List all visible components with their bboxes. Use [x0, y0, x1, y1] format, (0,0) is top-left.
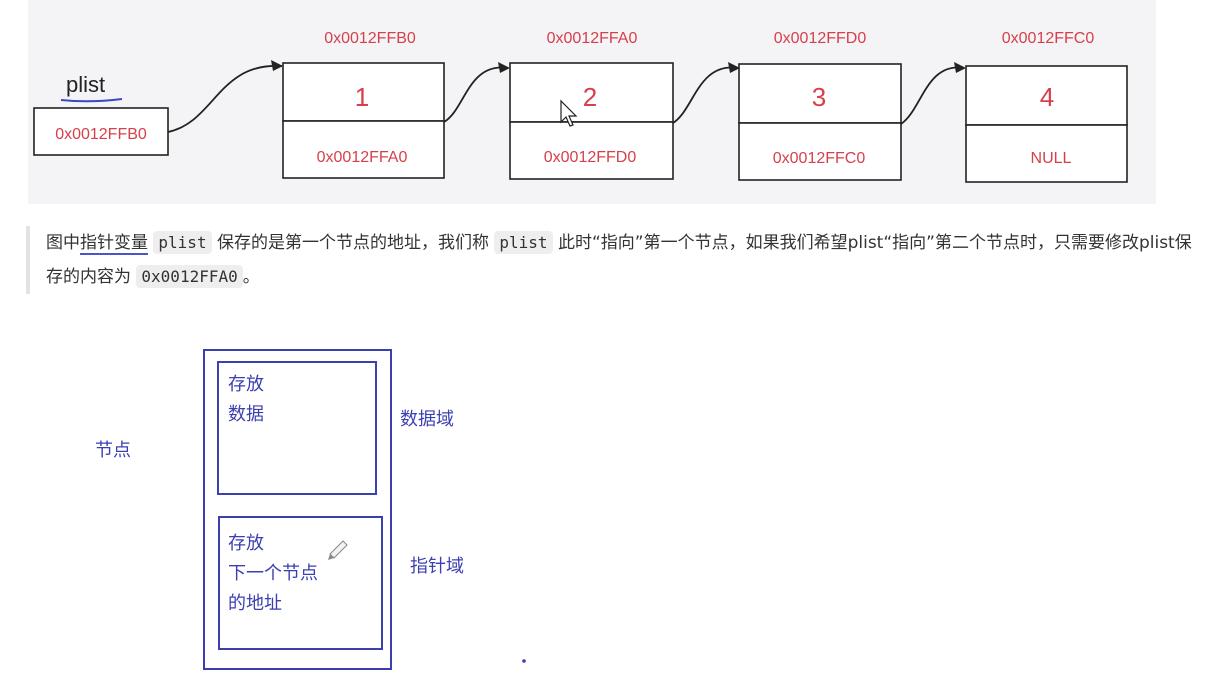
- node-data-cell: [738, 63, 902, 124]
- node-next-cell: [738, 122, 902, 181]
- node-data-value: 1: [355, 82, 369, 112]
- pencil-icon: [328, 540, 348, 560]
- explanation-note: 图中指针变量 plist 保存的是第一个节点的地址，我们称 plist 此时“指…: [26, 226, 1206, 294]
- node-next-cell: [509, 121, 674, 180]
- node-data-value: 2: [583, 82, 597, 112]
- node-data-value: 3: [812, 82, 826, 112]
- pointer-box-text-line-2: 下一个节点: [228, 563, 318, 584]
- pointer-var-name: plist: [66, 72, 105, 97]
- stray-dot: [522, 659, 526, 663]
- inline-code-address: 0x0012FFA0: [136, 265, 243, 288]
- inline-code-plist-2: plist: [494, 231, 553, 254]
- link-arrow-1: [443, 66, 509, 123]
- note-text-1: 图中: [46, 233, 80, 253]
- pointer-var-box: [33, 107, 169, 156]
- node-next-value: 0x0012FFC0: [773, 150, 866, 167]
- linked-list-diagram: plist 0x0012FFB0 0x0012FFB0 1 0x0012FFA0…: [33, 30, 1128, 183]
- link-arrow-2: [672, 66, 739, 124]
- link-arrow-3: [900, 66, 965, 125]
- node-next-cell: [965, 124, 1128, 183]
- node-next-value: 0x0012FFA0: [317, 149, 408, 166]
- link-arrowhead-3: [954, 62, 966, 73]
- node-next-value: NULL: [1031, 150, 1072, 167]
- list-node-4: 0x0012FFC0 4 NULL: [965, 30, 1128, 183]
- link-arrowhead-0: [271, 60, 283, 71]
- node-next-value: 0x0012FFD0: [544, 149, 637, 166]
- pointer-field-label: 指针域: [410, 556, 464, 577]
- data-box-text-line-1: 存放: [228, 374, 264, 395]
- node-data-cell: [965, 65, 1128, 126]
- node-structure-sketch: 节点 存放 数据 数据域 存放 下一个节点 的地址 指针域: [95, 349, 526, 670]
- data-box-text-line-2: 数据: [228, 404, 264, 425]
- link-arrowhead-2: [728, 62, 740, 73]
- link-arrow-0: [167, 65, 283, 133]
- pointer-box-text-line-3: 的地址: [228, 593, 282, 614]
- node-outer-box: [203, 349, 392, 670]
- data-field-label: 数据域: [400, 409, 454, 430]
- node-address: 0x0012FFB0: [324, 30, 416, 47]
- node-label: 节点: [95, 440, 131, 461]
- node-address: 0x0012FFC0: [1002, 30, 1095, 47]
- pointer-box-text-line-1: 存放: [228, 533, 264, 554]
- list-node-3: 0x0012FFD0 3 0x0012FFC0: [738, 30, 902, 181]
- pointer-var-value: 0x0012FFB0: [55, 126, 147, 143]
- node-data-cell: [509, 62, 674, 123]
- list-node-2: 0x0012FFA0 2 0x0012FFD0: [509, 30, 674, 180]
- inline-code-plist-1: plist: [153, 231, 212, 254]
- note-highlight-pointer-variable: 指针变量: [80, 233, 148, 255]
- link-arrowhead-1: [498, 62, 510, 73]
- pointer-var-underline: [60, 98, 123, 103]
- pointer-field-box: [218, 516, 383, 650]
- node-address: 0x0012FFD0: [774, 30, 867, 47]
- node-address: 0x0012FFA0: [547, 30, 638, 47]
- note-text-4: 。: [242, 267, 260, 287]
- node-next-cell: [282, 120, 445, 179]
- list-node-1: 0x0012FFB0 1 0x0012FFA0: [282, 30, 445, 179]
- note-text-2: 保存的是第一个节点的地址，我们称: [216, 233, 489, 253]
- data-field-box: [217, 361, 377, 495]
- mouse-cursor-icon: [560, 99, 578, 127]
- note-text-3: 此时“指向”第一个节点，如果我们希望plist“指向”第二个节点时，只需要修改p…: [46, 233, 1192, 287]
- node-data-value: 4: [1040, 82, 1054, 112]
